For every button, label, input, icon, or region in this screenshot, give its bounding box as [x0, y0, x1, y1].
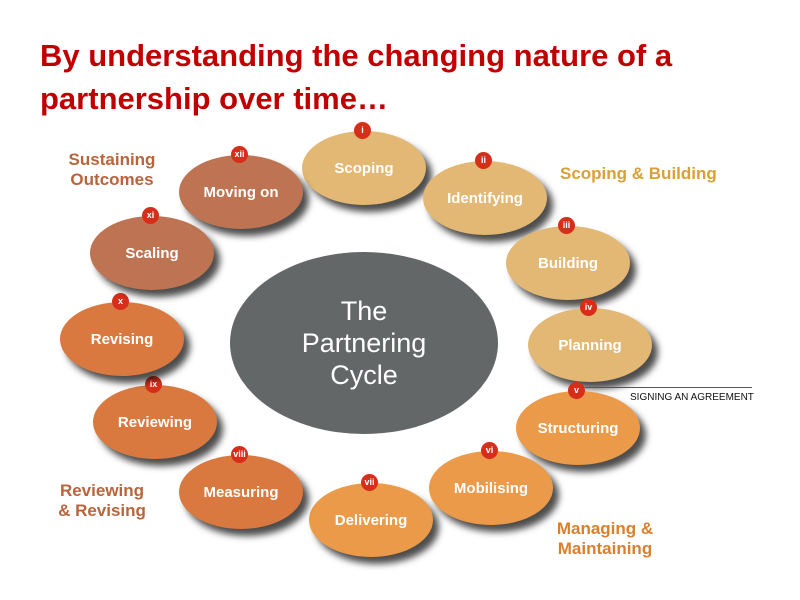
- stage-label: Mobilising: [453, 479, 529, 497]
- stage-number-badge: xi: [142, 207, 159, 224]
- phase-reviewing-revising: Reviewing & Revising: [58, 481, 146, 520]
- stage-label: Reviewing: [117, 413, 193, 431]
- stage-number-badge: i: [354, 122, 371, 139]
- stage-number-badge: viii: [231, 446, 248, 463]
- signing-divider: [585, 387, 752, 388]
- stage-label: Scoping: [334, 159, 394, 177]
- phase-scoping-building: Scoping & Building: [560, 164, 717, 183]
- partnering-cycle-center: The Partnering Cycle: [230, 252, 498, 434]
- stage-label: Delivering: [334, 511, 408, 529]
- center-label: The Partnering Cycle: [301, 296, 427, 390]
- stage-label: Measuring: [203, 483, 279, 501]
- stage-number-badge: iii: [558, 217, 575, 234]
- stage-label: Building: [538, 254, 598, 272]
- phase-sustaining-outcomes: Sustaining Outcomes: [68, 150, 156, 189]
- stage-label: Identifying: [447, 189, 523, 207]
- stage-number-badge: xii: [231, 146, 248, 163]
- stage-number-badge: ii: [475, 152, 492, 169]
- stage-number-badge: ix: [145, 376, 162, 393]
- stage-number-badge: v: [568, 382, 585, 399]
- stage-number-badge: vi: [481, 442, 498, 459]
- stage-label: Revising: [90, 330, 154, 348]
- stage-label: Moving on: [203, 183, 279, 201]
- stage-number-badge: x: [112, 293, 129, 310]
- stage-label: Scaling: [125, 244, 179, 262]
- stage-number-badge: vii: [361, 474, 378, 491]
- stage-number-badge: iv: [580, 299, 597, 316]
- stage-label: Structuring: [537, 419, 619, 437]
- slide-title: By understanding the changing nature of …: [40, 38, 673, 116]
- phase-managing-maintaining: Managing & Maintaining: [556, 519, 654, 558]
- stage-label: Planning: [558, 336, 622, 354]
- signing-agreement-label: SIGNING AN AGREEMENT: [630, 392, 754, 403]
